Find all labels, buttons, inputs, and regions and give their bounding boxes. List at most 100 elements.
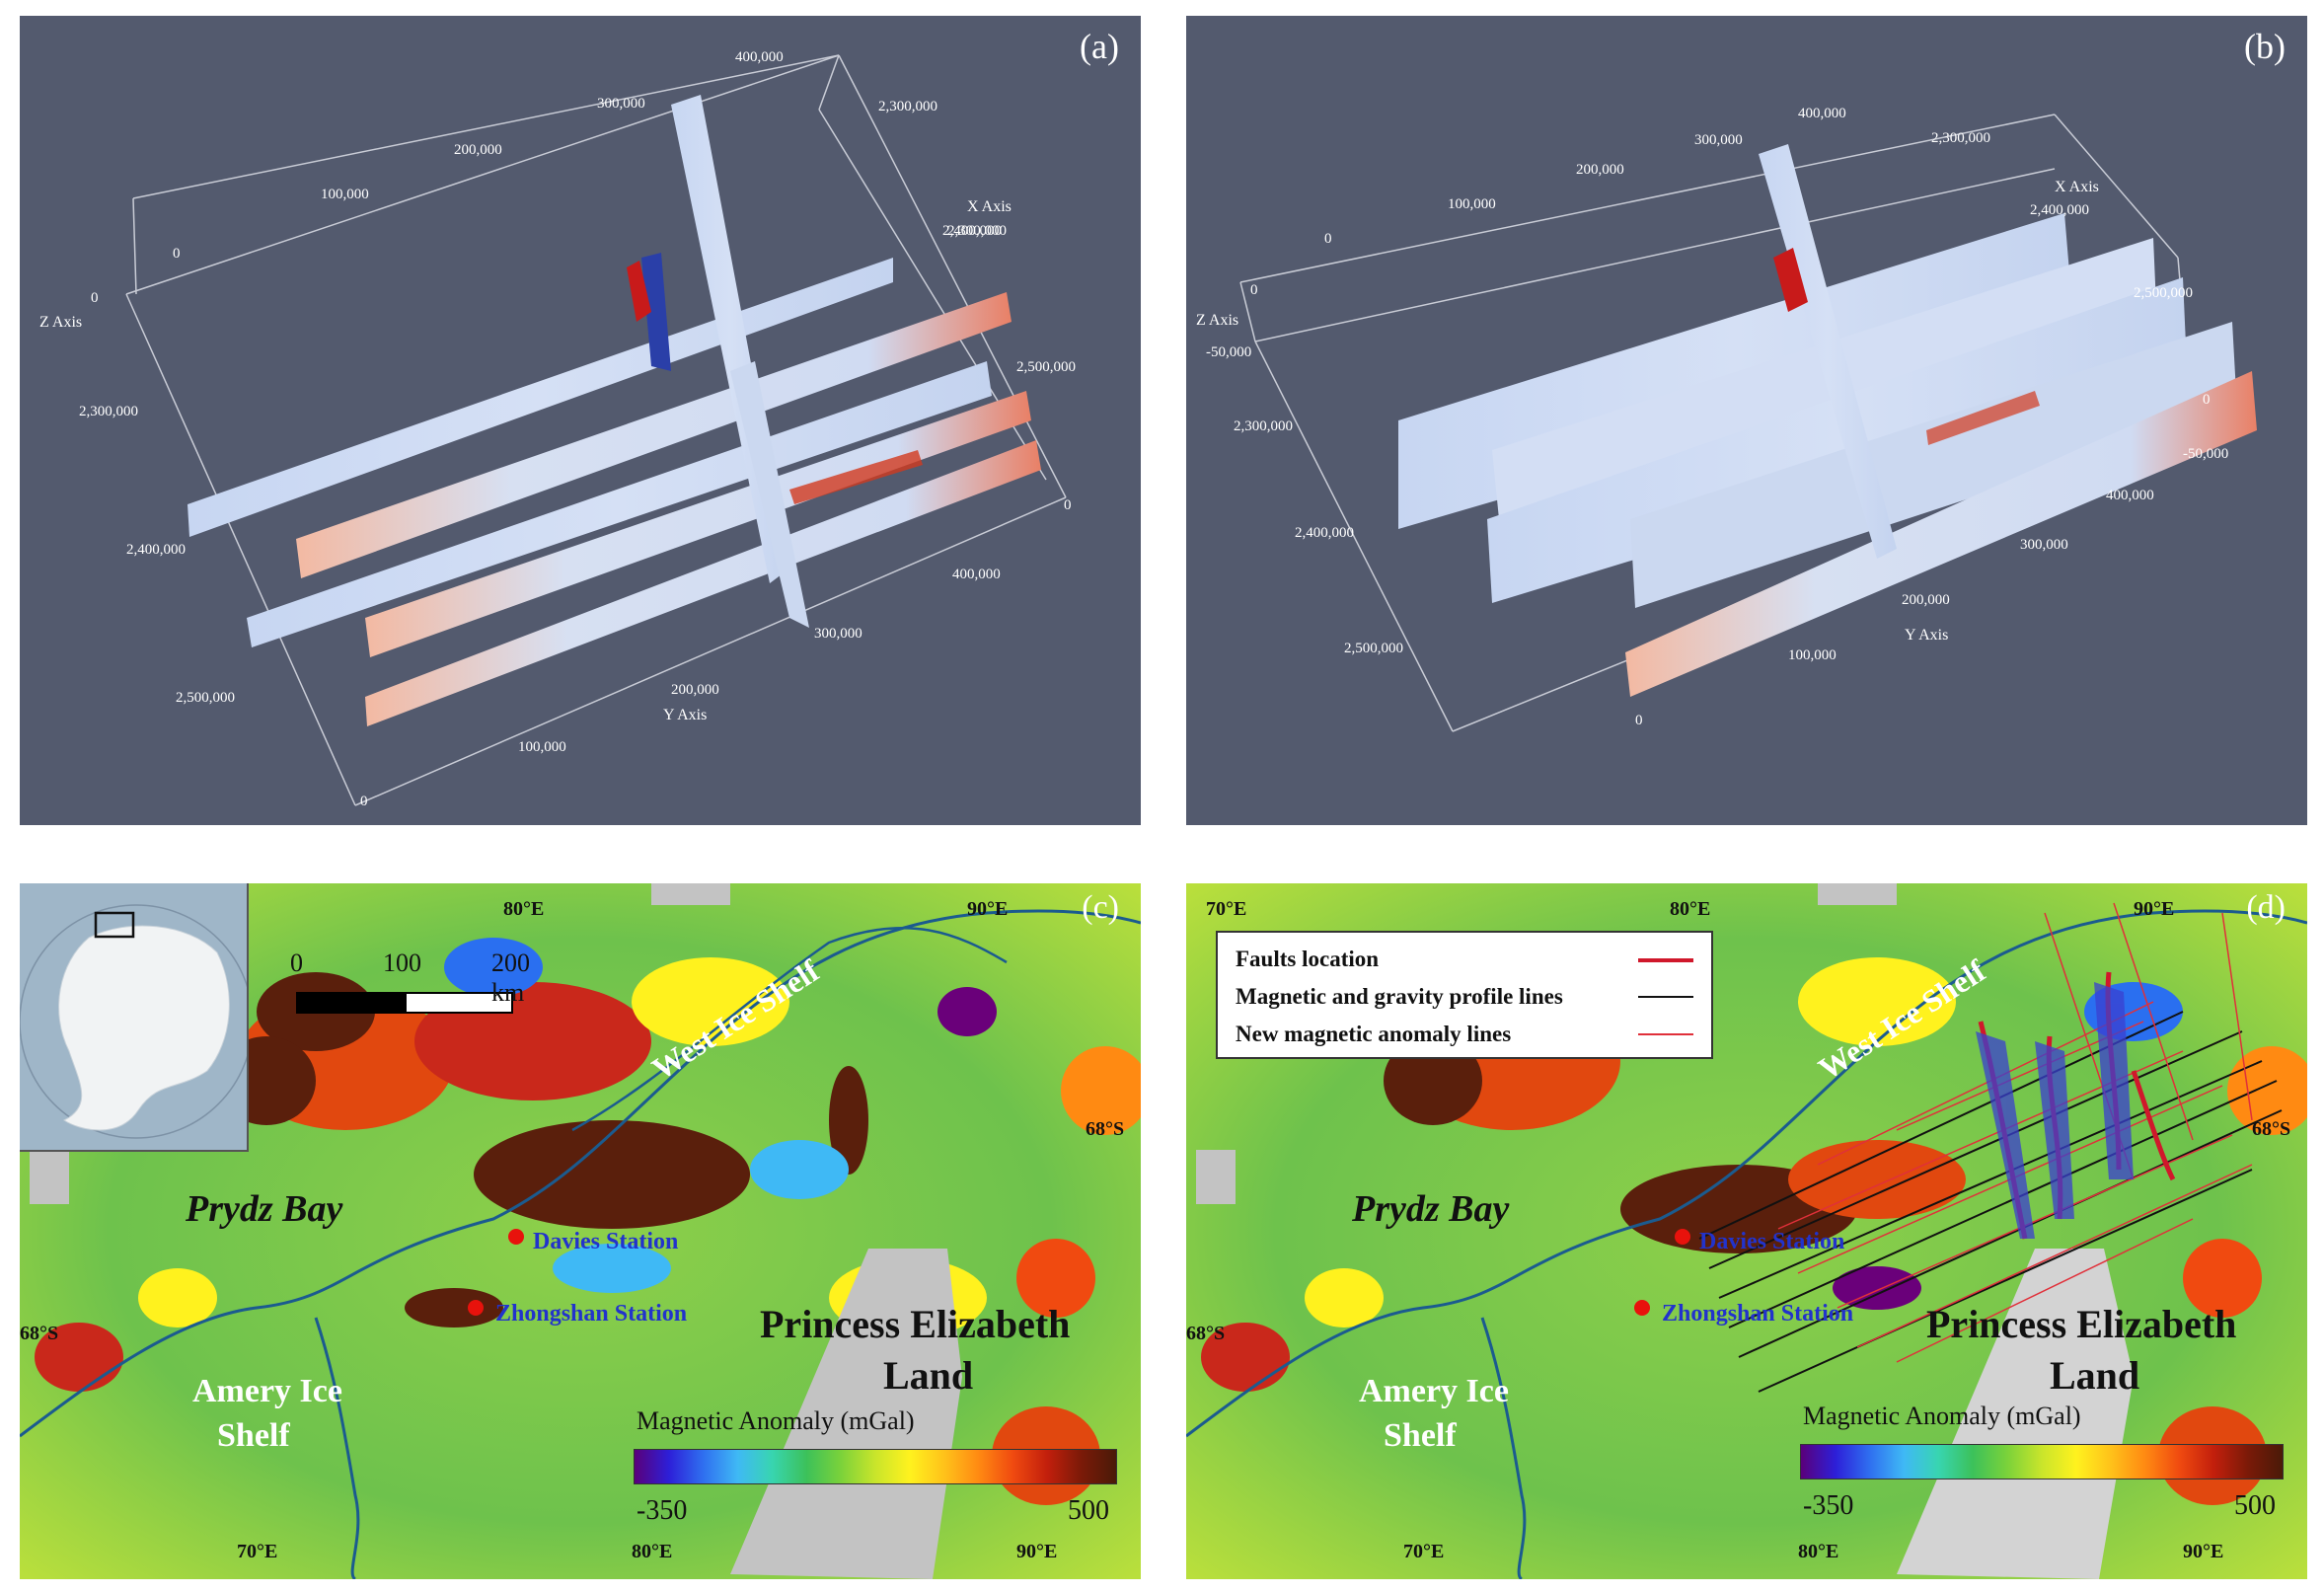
a-top-tick-3: 300,000 [597, 96, 645, 112]
panel-d-label: (d) [2246, 889, 2286, 926]
d-no-data-area [1897, 1249, 2134, 1579]
d-colorbar-title: Magnetic Anomaly (mGal) [1803, 1402, 2081, 1430]
d-legend-label-faults: Faults location [1236, 947, 1380, 971]
d-amery-label-2: Shelf [1384, 1417, 1457, 1454]
b-y-tick-0: 0 [1635, 713, 1643, 728]
b-left-tick-0: 0 [1250, 282, 1258, 298]
a-top-tick-2: 200,000 [454, 142, 502, 158]
slab-3 [247, 361, 992, 647]
d-colorbar-max: 500 [2234, 1490, 2276, 1521]
c-pel-label-2: Land [883, 1353, 973, 1398]
c-west-ice-outline [571, 926, 1008, 1132]
slab-2 [296, 292, 1012, 578]
a-top-tick-0: 0 [173, 246, 181, 262]
d-lon-top-90: 90°E [2134, 898, 2174, 920]
a-left-tick-1: 2,300,000 [79, 404, 138, 419]
c-scale-100: 100 [383, 948, 421, 977]
c-no-data-area [730, 1249, 962, 1579]
a-y-tick-4: 400,000 [952, 567, 1001, 582]
c-no-data-top [651, 883, 730, 905]
d-lat-left: 68°S [1186, 1323, 1225, 1344]
a-y-tick-1: 100,000 [518, 739, 566, 755]
a-y-tick-0: 0 [360, 794, 368, 809]
d-prydz-bay-label: Prydz Bay [1351, 1188, 1510, 1230]
c-lat-left: 68°S [20, 1323, 58, 1344]
d-lat-right: 68°S [2252, 1118, 2290, 1140]
a-x-tick-0: 2,300,000 [947, 223, 1007, 239]
c-zhongshan-station-marker [468, 1300, 484, 1316]
a-x-tick-2: 2,500,000 [1016, 359, 1076, 375]
d-legend-row-new-anomaly: New magnetic anomaly lines [1236, 1016, 1693, 1053]
d-legend-label-new-anomaly: New magnetic anomaly lines [1236, 1022, 1512, 1046]
c-scale-0: 0 [290, 948, 303, 977]
a-y-tick-3: 300,000 [814, 626, 862, 642]
c-amery-outline [314, 1317, 360, 1579]
d-lon-bottom-70: 70°E [1403, 1541, 1444, 1562]
d-zhongshan-station-label: Zhongshan Station [1662, 1301, 1853, 1327]
panel-c-map: 80°E 90°E 70°E 80°E 90°E 68°S 68°S Prydz… [20, 883, 1141, 1579]
c-lon-bottom-90: 90°E [1016, 1541, 1057, 1562]
b-left-tick-4: 2,500,000 [1344, 641, 1403, 656]
panel-a-bounding-box [125, 54, 1067, 806]
d-new-anomaly-traces [1976, 982, 2134, 1239]
b-y-axis-title: Y Axis [1905, 627, 1948, 644]
c-davis-station-marker [508, 1229, 524, 1245]
b-slab-anomaly-red [1773, 248, 1808, 312]
b-top-tick-3: 300,000 [1694, 132, 1743, 148]
panel-b-slabs [1398, 144, 2257, 697]
b-top-tick-2: 200,000 [1576, 162, 1624, 178]
c-scale-200: 200 km [491, 948, 530, 1007]
d-colorbar-min: -350 [1803, 1490, 1854, 1521]
b-x-tick-1: 2,400,000 [2030, 202, 2089, 218]
panel-a-label: (a) [1080, 27, 1119, 66]
b-right-tick-0: 0 [2203, 392, 2211, 408]
c-lon-bottom-80: 80°E [632, 1541, 672, 1562]
a-top-tick-4: 400,000 [735, 49, 784, 65]
a-z-axis-title: Z Axis [39, 314, 82, 331]
d-legend-swatch-new-anomaly [1638, 1033, 1693, 1035]
b-x-tick-2: 2,500,000 [2134, 285, 2193, 301]
slab-anomaly-red [627, 261, 651, 322]
d-davis-station-label: Davies Station [1699, 1229, 1844, 1254]
d-colorbar [1800, 1444, 2284, 1479]
c-lon-top-80: 80°E [503, 898, 544, 920]
slab-vertical-2 [730, 361, 809, 628]
b-left-tick-3: 2,400,000 [1295, 525, 1354, 541]
b-z-axis-title: Z Axis [1196, 312, 1238, 329]
b-y-tick-1: 100,000 [1788, 647, 1837, 663]
b-top-tick-0: 0 [1324, 231, 1332, 247]
d-legend-row-profiles: Magnetic and gravity profile lines [1236, 978, 1693, 1016]
slab-1 [187, 258, 893, 537]
b-x-tick-0: 2,300,000 [1931, 130, 1990, 146]
d-lon-top-80: 80°E [1670, 898, 1710, 920]
panel-b-3d-view: (b) 0 100,000 200,000 300,000 400,000 2,… [1186, 16, 2307, 825]
b-right-tick-1: -50,000 [2183, 446, 2228, 462]
c-no-data-left [30, 1150, 69, 1204]
b-top-tick-1: 100,000 [1448, 196, 1496, 212]
b-y-tick-4: 400,000 [2106, 488, 2154, 503]
b-slab-4 [1630, 322, 2237, 608]
c-antarctica-inset [20, 883, 254, 1152]
d-no-data-left [1196, 1150, 1236, 1204]
c-coastline [20, 909, 1141, 1438]
a-y-tick-2: 200,000 [671, 682, 719, 698]
c-amery-label-2: Shelf [217, 1417, 290, 1454]
c-colorbar [634, 1449, 1117, 1484]
b-slab-5 [1625, 371, 2257, 697]
c-colorbar-title: Magnetic Anomaly (mGal) [637, 1406, 915, 1435]
panel-a-slabs [187, 95, 1041, 726]
d-pel-label-2: Land [2050, 1353, 2139, 1398]
d-legend-label-profiles: Magnetic and gravity profile lines [1236, 984, 1563, 1009]
c-lat-right: 68°S [1086, 1118, 1124, 1140]
a-top-tick-1: 100,000 [321, 187, 369, 202]
slab-5 [365, 440, 1041, 726]
c-colorbar-max: 500 [1068, 1495, 1109, 1526]
d-legend-swatch-faults [1638, 958, 1693, 962]
a-x-tick-mid: 2,400,000 [942, 223, 1002, 239]
d-lon-bottom-80: 80°E [1798, 1541, 1838, 1562]
c-zhongshan-station-label: Zhongshan Station [495, 1301, 687, 1327]
a-x-axis-title: X Axis [967, 198, 1012, 215]
b-left-tick-1: -50,000 [1206, 344, 1251, 360]
c-colorbar-min: -350 [637, 1495, 688, 1526]
b-x-axis-title: X Axis [2055, 179, 2099, 195]
